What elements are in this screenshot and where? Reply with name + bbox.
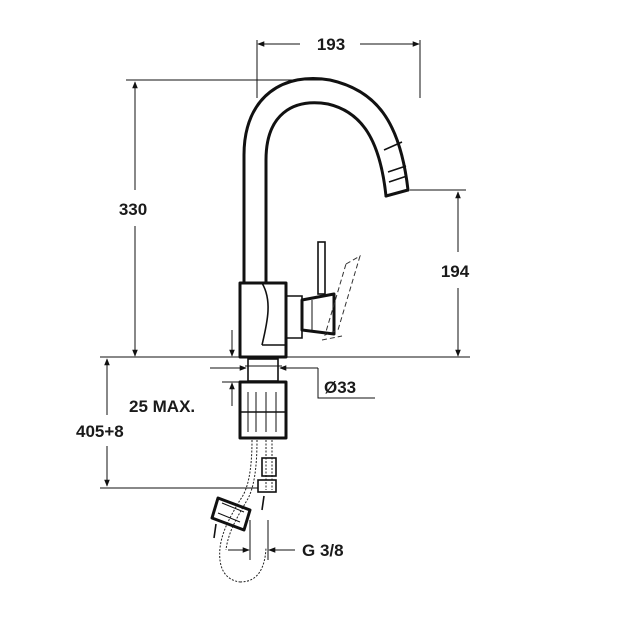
spout-height-label: 194	[441, 262, 470, 281]
total-height-label: 330	[119, 200, 147, 219]
base-diameter-label: Ø33	[324, 378, 356, 397]
spout-reach-label: 193	[317, 35, 345, 54]
dimension-thread: G 3/8	[228, 520, 344, 560]
faucet-body	[100, 77, 470, 583]
thread-label: G 3/8	[302, 541, 344, 560]
dimension-total-height: 330	[119, 79, 330, 357]
dimension-hose-length: 405+8	[76, 358, 258, 489]
dimension-spout-height: 194	[410, 189, 470, 357]
dimension-deck-thickness: 25 MAX.	[129, 330, 240, 416]
dimension-spout-reach: 193	[256, 35, 421, 98]
deck-thickness-label: 25 MAX.	[129, 397, 195, 416]
hose-length-label: 405+8	[76, 422, 124, 441]
dimension-base-diameter: Ø33	[210, 365, 375, 399]
